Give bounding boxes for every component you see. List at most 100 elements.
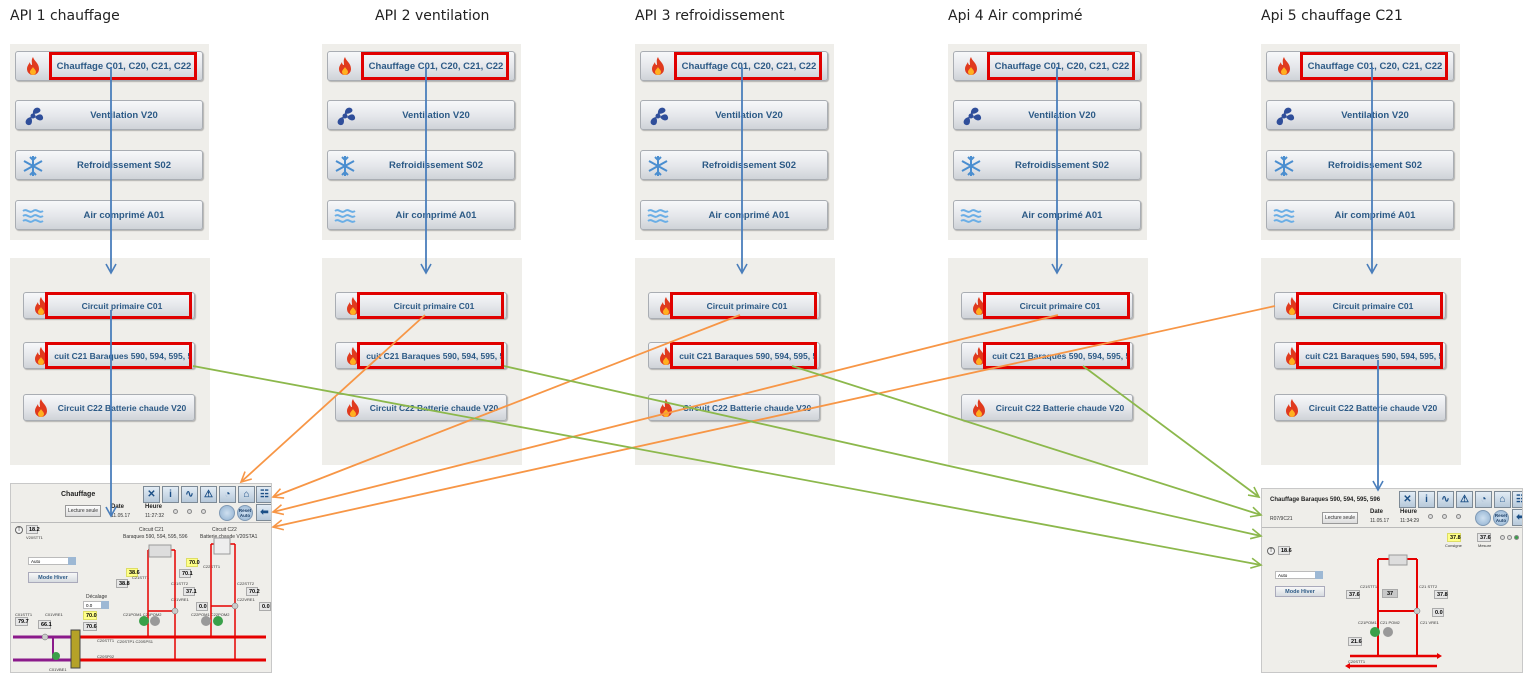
menu-button-fan[interactable]: Ventilation V20 bbox=[1266, 100, 1454, 130]
fire-icon bbox=[1280, 295, 1304, 319]
circuit-button[interactable]: Circuit C22 Batterie chaude V20 bbox=[648, 394, 820, 421]
read-only-button[interactable]: Lecture seule bbox=[65, 505, 101, 517]
fire-icon bbox=[967, 295, 991, 319]
circuit-button[interactable]: Circuit C22 Batterie chaude V20 bbox=[1274, 394, 1446, 421]
pump-1-icon bbox=[1370, 627, 1380, 637]
device-id: R07/9C21 bbox=[1270, 516, 1293, 522]
mode-hiver-button[interactable]: Mode Hiver bbox=[28, 572, 78, 583]
menu-button-fire[interactable]: Chauffage C01, C20, C21, C22 bbox=[640, 51, 828, 81]
menu-button-air-waves[interactable]: Air comprimé A01 bbox=[15, 200, 203, 230]
info-icon: i bbox=[169, 489, 172, 500]
consigne-value: 37.8 bbox=[1447, 533, 1461, 542]
circuit-button[interactable]: Circuit C22 Batterie chaude V20 bbox=[961, 394, 1133, 421]
menu-button-snowflake[interactable]: Refroidissement S02 bbox=[953, 150, 1141, 180]
hierarchy-button[interactable]: ☷ bbox=[1512, 491, 1522, 508]
api-title-4: Api 4 Air comprimé bbox=[948, 8, 1083, 24]
circuit-button[interactable]: Circuit primaire C01 bbox=[648, 292, 820, 319]
read-only-button[interactable]: Lecture seule bbox=[1322, 512, 1358, 524]
circuit-button[interactable]: Circuit C22 Batterie chaude V20 bbox=[23, 394, 195, 421]
circuit-button-label: Circuit C21 Baraques 590, 594, 595, 596 bbox=[1305, 350, 1441, 361]
bell-button[interactable]: ◔ bbox=[219, 486, 236, 503]
info-button[interactable]: i bbox=[1418, 491, 1435, 508]
fire-icon bbox=[21, 55, 45, 79]
silence-button[interactable] bbox=[219, 505, 235, 521]
temp-sensor-icon: T bbox=[15, 526, 23, 534]
chevron-down-icon bbox=[1315, 571, 1323, 579]
menu-button-fire[interactable]: Chauffage C01, C20, C21, C22 bbox=[15, 51, 203, 81]
reset-auto-button[interactable]: Reset Auto bbox=[1493, 510, 1509, 526]
return-temp: 37.8 bbox=[1434, 590, 1448, 599]
mode-select[interactable]: Auto bbox=[28, 557, 76, 565]
silence-button[interactable] bbox=[1475, 510, 1491, 526]
hierarchy-button[interactable]: ☷ bbox=[256, 486, 271, 503]
back-button[interactable]: ⬅ bbox=[256, 504, 271, 521]
tools-button[interactable]: ✕ bbox=[143, 486, 160, 503]
trend-button[interactable]: ∿ bbox=[181, 486, 198, 503]
fan-icon bbox=[1272, 104, 1296, 128]
circuit-button[interactable]: Circuit primaire C01 bbox=[1274, 292, 1446, 319]
temp-sensor-icon: T bbox=[1267, 547, 1275, 555]
home-button[interactable]: ⌂ bbox=[238, 486, 255, 503]
outdoor-temp-value: 18.6 bbox=[1278, 546, 1292, 555]
menu-button-label: Air comprimé A01 bbox=[708, 209, 790, 221]
info-button[interactable]: i bbox=[162, 486, 179, 503]
c22-valve-value: 0.0 bbox=[259, 602, 271, 611]
circuit-button[interactable]: Circuit C21 Baraques 590, 594, 595, 596 bbox=[961, 342, 1133, 369]
home-button[interactable]: ⌂ bbox=[1494, 491, 1511, 508]
led-mm bbox=[201, 509, 206, 514]
pump2-tag: C21 POM2 bbox=[1380, 620, 1400, 625]
c22-valve-tag: C22VRE1 bbox=[237, 597, 255, 602]
reset-auto-button[interactable]: Reset Auto bbox=[237, 505, 253, 521]
mode-select-value: Auto bbox=[1278, 573, 1288, 578]
tools-button[interactable]: ✕ bbox=[1399, 491, 1416, 508]
menu-button-snowflake[interactable]: Refroidissement S02 bbox=[15, 150, 203, 180]
circuit-button[interactable]: Circuit C21 Baraques 590, 594, 595, 596 bbox=[1274, 342, 1446, 369]
trend-button[interactable]: ∿ bbox=[1437, 491, 1454, 508]
circuit-button[interactable]: Circuit C21 Baraques 590, 594, 595, 596 bbox=[648, 342, 820, 369]
date-label: Date bbox=[111, 504, 125, 510]
back-button[interactable]: ⬅ bbox=[1512, 509, 1522, 526]
fire-icon bbox=[341, 295, 365, 319]
home-icon: ⌂ bbox=[1499, 494, 1506, 505]
menu-button-snowflake[interactable]: Refroidissement S02 bbox=[1266, 150, 1454, 180]
menu-button-snowflake[interactable]: Refroidissement S02 bbox=[327, 150, 515, 180]
circuit-button[interactable]: Circuit C22 Batterie chaude V20 bbox=[335, 394, 507, 421]
circuit-button[interactable]: Circuit C21 Baraques 590, 594, 595, 596 bbox=[335, 342, 507, 369]
mode-select[interactable]: Auto bbox=[1275, 571, 1323, 579]
menu-button-snowflake[interactable]: Refroidissement S02 bbox=[640, 150, 828, 180]
c21-valve-tag: C21VRE1 bbox=[171, 597, 189, 602]
fire-icon bbox=[646, 55, 670, 79]
circuit-button[interactable]: Circuit primaire C01 bbox=[961, 292, 1133, 319]
circuit-button-label: Circuit primaire C01 bbox=[393, 300, 475, 311]
menu-button-fan[interactable]: Ventilation V20 bbox=[953, 100, 1141, 130]
valve-c21-icon bbox=[171, 607, 179, 615]
menu-button-fire[interactable]: Chauffage C01, C20, C21, C22 bbox=[327, 51, 515, 81]
arrow-left-icon: ⬅ bbox=[1513, 510, 1522, 525]
fire-icon bbox=[29, 345, 53, 369]
menu-button-fan[interactable]: Ventilation V20 bbox=[327, 100, 515, 130]
bell-button[interactable]: ◔ bbox=[1475, 491, 1492, 508]
menu-button-fan[interactable]: Ventilation V20 bbox=[15, 100, 203, 130]
menu-button-air-waves[interactable]: Air comprimé A01 bbox=[953, 200, 1141, 230]
circuit-button[interactable]: Circuit primaire C01 bbox=[335, 292, 507, 319]
alarm-button[interactable]: ⚠ bbox=[200, 486, 217, 503]
time-value: 11:27:32 bbox=[145, 513, 165, 519]
menu-button-air-waves[interactable]: Air comprimé A01 bbox=[1266, 200, 1454, 230]
alarm-button[interactable]: ⚠ bbox=[1456, 491, 1473, 508]
c21-tt2-tag: C21STT2 bbox=[171, 581, 189, 586]
circuit-button-label: Circuit primaire C01 bbox=[1332, 300, 1414, 311]
mode-hiver-button[interactable]: Mode Hiver bbox=[1275, 586, 1325, 597]
c21-valve-value: 0.0 bbox=[196, 602, 208, 611]
menu-button-fire[interactable]: Chauffage C01, C20, C21, C22 bbox=[1266, 51, 1454, 81]
circuit-button[interactable]: Circuit primaire C01 bbox=[23, 292, 195, 319]
decalage-input[interactable]: 0.0 bbox=[83, 601, 109, 609]
menu-button-fan[interactable]: Ventilation V20 bbox=[640, 100, 828, 130]
circuit-button[interactable]: Circuit C21 Baraques 590, 594, 595, 596 bbox=[23, 342, 195, 369]
c20-pt-tag: C20STP1 C20SPS1 bbox=[117, 639, 154, 644]
circuit-button-label: Circuit C22 Batterie chaude V20 bbox=[995, 402, 1125, 413]
menu-button-air-waves[interactable]: Air comprimé A01 bbox=[640, 200, 828, 230]
menu-button-fire[interactable]: Chauffage C01, C20, C21, C22 bbox=[953, 51, 1141, 81]
snowflake-icon bbox=[21, 154, 45, 178]
pump-c21-2-icon bbox=[150, 616, 160, 626]
menu-button-air-waves[interactable]: Air comprimé A01 bbox=[327, 200, 515, 230]
